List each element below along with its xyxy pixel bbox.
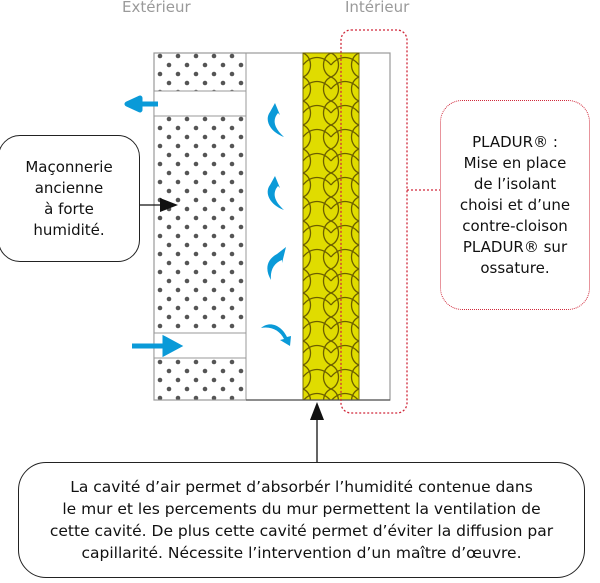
callout-line: La cavité d’air permet d’absorbér l’humi…	[70, 478, 533, 496]
curved-arrow-icon	[267, 247, 286, 280]
callout-line: choisi et d’une	[459, 195, 571, 214]
callout-line: Maçonnerie	[25, 157, 113, 176]
callout-line: à forte	[44, 199, 94, 218]
pointer-arrow-icon	[160, 198, 178, 212]
callout-line: PLADUR® :	[472, 132, 558, 151]
callout-line: ancienne	[34, 178, 104, 197]
callout-line: le mur et les percements du mur permette…	[62, 500, 541, 518]
masonry-callout: Maçonnerie ancienne à forte humidité.	[0, 135, 140, 262]
curved-arrow-icon	[267, 103, 284, 137]
callout-line: de l’isolant	[473, 174, 557, 193]
callout-line: ossature.	[480, 258, 550, 277]
curved-arrow-icon	[267, 176, 284, 210]
pointer-arrow-icon	[310, 402, 324, 420]
pladur-callout: PLADUR® : Mise en place de l’isolant cho…	[440, 100, 590, 310]
callout-line: Mise en place	[463, 153, 567, 172]
air-cavity-callout: La cavité d’air permet d’absorbér l’humi…	[18, 462, 585, 578]
callout-line: PLADUR® sur	[462, 237, 568, 256]
vent-slot-top	[153, 90, 247, 117]
airflow-arrows	[261, 103, 291, 346]
interior-label: Intérieur	[345, 0, 410, 16]
callout-line: humidité.	[33, 220, 105, 239]
callout-line: cette cavité. De plus cette cavité perme…	[49, 522, 554, 540]
arrow-out-icon	[124, 95, 158, 113]
curved-arrow-icon	[261, 324, 291, 346]
callout-line: contre-cloison	[462, 216, 568, 235]
callout-line: capillarité. Nécessite l’intervention d’…	[81, 544, 522, 562]
exterior-label: Extérieur	[122, 0, 191, 16]
arrow-in-icon	[132, 334, 184, 358]
